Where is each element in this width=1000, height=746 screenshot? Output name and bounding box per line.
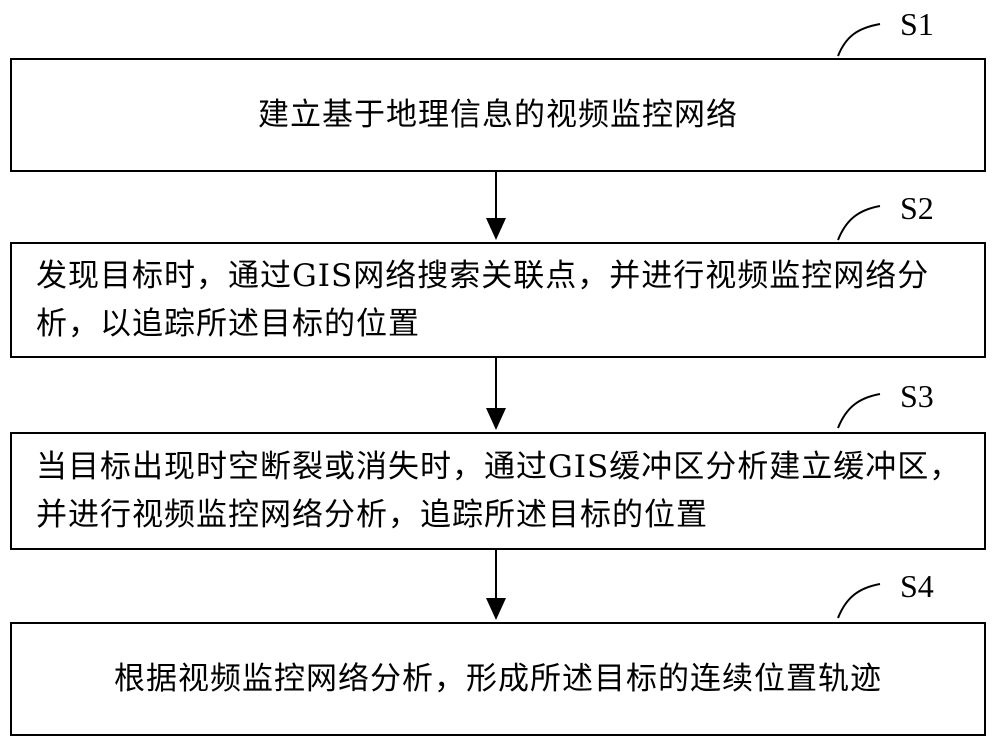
- step-text-s2: 发现目标时，通过GIS网络搜索关联点，并进行视频监控网络分析，以追踪所述目标的位…: [36, 258, 930, 342]
- arrow-s1-to-s2: [486, 172, 506, 240]
- leader-curve-s2: [837, 205, 881, 241]
- step-box-s3: 当目标出现时空断裂或消失时，通过GIS缓冲区分析建立缓冲区，并进行视频监控网络分…: [10, 432, 986, 550]
- arrow-s3-to-s4: [486, 550, 506, 620]
- step-label-s4: S4: [900, 568, 934, 604]
- leader-curve-s3: [837, 393, 881, 429]
- step-label-s3: S3: [900, 378, 934, 414]
- step-box-s2: 发现目标时，通过GIS网络搜索关联点，并进行视频监控网络分析，以追踪所述目标的位…: [10, 242, 986, 358]
- step-box-s1: 建立基于地理信息的视频监控网络: [10, 58, 986, 172]
- leader-curve-s1: [837, 23, 881, 57]
- step-text-s3: 当目标出现时空断裂或消失时，通过GIS缓冲区分析建立缓冲区，并进行视频监控网络分…: [36, 449, 962, 533]
- step-box-s4: 根据视频监控网络分析，形成所述目标的连续位置轨迹: [10, 622, 986, 736]
- arrow-s2-to-s3: [486, 358, 506, 430]
- leader-curve-s4: [837, 583, 881, 619]
- step-text-s4: 根据视频监控网络分析，形成所述目标的连续位置轨迹: [114, 661, 882, 697]
- step-text-s1: 建立基于地理信息的视频监控网络: [258, 97, 738, 133]
- step-label-s1: S1: [900, 6, 934, 42]
- step-label-s2: S2: [900, 190, 934, 226]
